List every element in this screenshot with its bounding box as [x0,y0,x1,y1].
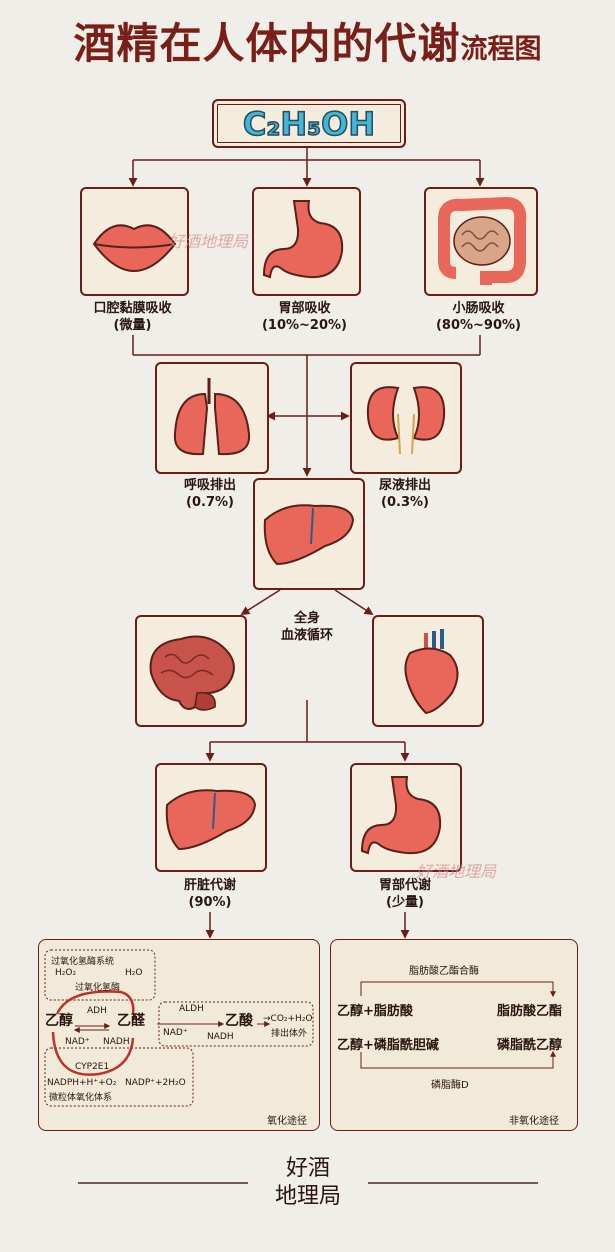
stomach-icon [360,776,442,855]
excretion-breath-label: 呼吸排出(0.7%) [183,478,236,510]
h2o-label: H₂O [125,968,143,978]
lips-icon [92,224,177,273]
lungs-card [155,362,269,474]
intestine-icon [438,196,527,285]
brain-card [135,615,247,727]
catalase-label: 过氧化氢酶 [75,983,121,993]
liver-card [253,478,365,590]
ethanol-phosphatidylcholine-label: 乙醇+磷脂酰胆碱 [337,1038,439,1053]
acetic-acid-label: 乙酸 [225,1013,253,1029]
phosphatidylethanol-label: 磷脂酰乙醇 [497,1038,563,1053]
stomach-card [252,187,361,296]
products-label: →CO₂+H₂O [263,1014,313,1024]
excretion-urine-label: 尿液排出(0.3%) [378,478,431,510]
metabolism-liver-label: 肝脏代谢(90%) [183,878,236,910]
phospholipase-d-label: 磷脂酶D [431,1080,469,1091]
footer-logo: 好酒地理局 [274,1156,341,1209]
non-oxidation-pathway-label: 非氧化途径 [509,1116,559,1127]
watermark: 好酒地理局 [168,232,249,251]
nadph-label: NADPH+H⁺+O₂ [47,1078,117,1088]
nadh-label: NADH [103,1037,130,1047]
h2o2-label: H₂O₂ [55,968,77,978]
nadp-label: NADP⁺+2H₂O [125,1078,186,1088]
liver-icon [263,504,355,566]
adh-label: ADH [87,1006,107,1016]
fatty-acid-ethyl-ester-synthase-label: 脂肪酸乙酯合酶 [409,966,479,977]
stomach-icon [262,200,344,279]
circulation-label: 全身血液循环 [280,611,333,643]
metabolism-stomach-label: 胃部代谢(少量) [378,878,431,910]
aldh-label: ALDH [179,1004,204,1014]
kidneys-card [350,362,462,474]
lungs-icon [173,378,251,456]
heart-card [372,615,484,727]
oxidation-arrows [44,949,314,1107]
absorption-intestine-label: 小肠吸收(80%~90%) [435,301,521,333]
stomach-metabolism-card [350,763,462,872]
intestine-card [424,187,538,296]
absorption-mouth-label: 口腔黏膜吸收(微量) [93,301,172,333]
non-oxidation-arrows [360,981,556,1069]
cyp2e1-label: CYP2E1 [75,1062,110,1072]
meos-label: 微粒体氧化体系 [49,1093,113,1103]
non-oxidation-panel: 脂肪酸乙酯合酶 乙醇+脂肪酸 脂肪酸乙酯 乙醇+磷脂酰胆碱 磷脂酰乙醇 磷脂酶D… [330,939,578,1131]
kidneys-icon [366,386,446,455]
nad-plus-label: NAD⁺ [163,1028,188,1038]
ethanol-label: 乙醇 [45,1013,73,1029]
absorption-stomach-label: 胃部吸收(10%~20%) [261,301,347,333]
page-title: 酒精在人体内的代谢流程图 [73,19,542,68]
catalase-system-label: 过氧化氢酶系统 [51,957,115,967]
oxidation-pathway-label: 氧化途径 [267,1116,307,1127]
nad-plus-label: NAD⁺ [65,1037,90,1047]
mouth-card [80,187,189,296]
brain-icon [149,635,235,711]
liver-metabolism-card [155,763,267,872]
watermark: 好酒地理局 [416,862,497,881]
nadh-label: NADH [207,1032,234,1042]
heart-icon [404,629,459,715]
liver-icon [165,789,257,851]
acetaldehyde-label: 乙醛 [117,1013,145,1029]
ethanol-formula-box: C₂H₅OH [212,99,406,148]
excreted-label: 排出体外 [271,1029,308,1039]
oxidation-panel: 过氧化氢酶系统 H₂O₂ H₂O 过氧化氢酶 乙醇 ADH 乙醛 NAD⁺ NA… [38,939,320,1131]
ethanol-fatty-acid-label: 乙醇+脂肪酸 [337,1004,413,1019]
formula-text: C₂H₅OH [242,104,376,144]
fatty-acid-ethyl-ester-label: 脂肪酸乙酯 [497,1004,563,1019]
